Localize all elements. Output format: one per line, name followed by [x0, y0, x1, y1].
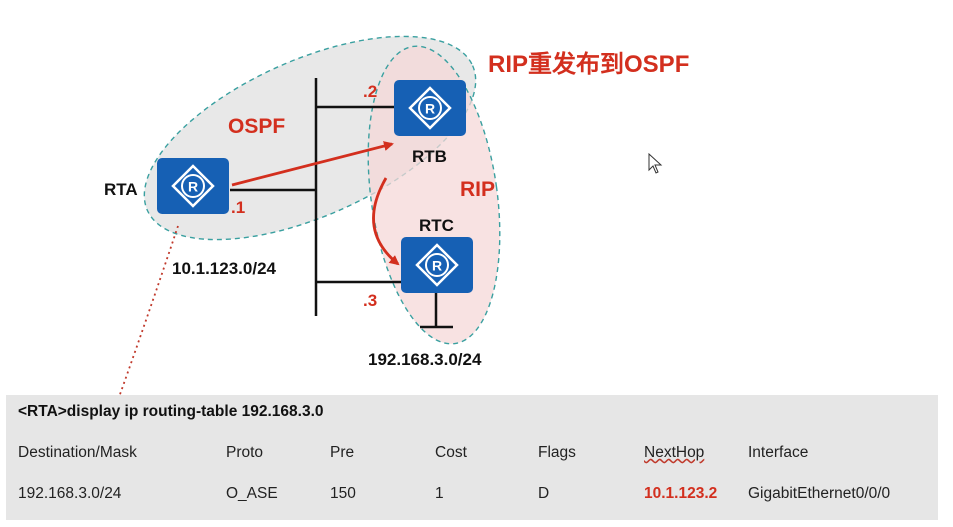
ospf-label: OSPF — [228, 115, 285, 138]
cell-pre: 150 — [330, 485, 356, 502]
rta-name-label: RTA — [104, 180, 138, 199]
header-cost: Cost — [435, 444, 467, 461]
cell-interface: GigabitEthernet0/0/0 — [748, 485, 891, 502]
rta-router-icon — [155, 156, 231, 216]
header-flags: Flags — [538, 444, 576, 461]
mouse-cursor-icon — [648, 153, 663, 174]
cli-command: <RTA>display ip routing-table 192.168.3.… — [18, 403, 324, 420]
cell-flags: D — [538, 485, 550, 502]
header-interface: Interface — [748, 444, 809, 461]
network-diagram: R RIP重发布到OSPF OSPF RIP RTA RTB RTC .1 .2… — [104, 35, 689, 395]
header-destination: Destination/Mask — [18, 444, 137, 461]
cell-proto: O_ASE — [226, 485, 278, 502]
header-pre: Pre — [330, 444, 355, 461]
rta-ip-label: .1 — [231, 198, 245, 217]
diagram-title: RIP重发布到OSPF — [488, 50, 689, 78]
rta-to-rtb-arrow — [231, 141, 394, 187]
rtb-router-icon — [392, 78, 468, 138]
stub-subnet-label: 192.168.3.0/24 — [368, 350, 482, 369]
table-header-row: Destination/Mask Proto Pre Cost Flags Ne… — [6, 444, 938, 466]
routing-table-panel: <RTA>display ip routing-table 192.168.3.… — [6, 395, 938, 520]
header-nexthop: NextHop — [644, 444, 705, 461]
rta-leader-line — [118, 225, 179, 395]
subnet-label: 10.1.123.0/24 — [172, 259, 277, 278]
header-proto: Proto — [226, 444, 264, 461]
rtc-name-label: RTC — [419, 216, 454, 235]
rtc-router-icon — [399, 235, 475, 295]
rtc-ip-label: .3 — [363, 291, 377, 310]
table-row: 192.168.3.0/24 O_ASE 150 1 D 10.1.123.2 … — [6, 485, 938, 507]
rtb-ip-label: .2 — [363, 82, 377, 101]
rip-label: RIP — [460, 178, 495, 201]
cell-cost: 1 — [435, 485, 444, 502]
rtb-name-label: RTB — [412, 147, 447, 166]
cell-destination: 192.168.3.0/24 — [18, 485, 122, 502]
cell-nexthop: 10.1.123.2 — [644, 485, 718, 502]
rtb-to-rtc-arrow — [372, 177, 400, 266]
